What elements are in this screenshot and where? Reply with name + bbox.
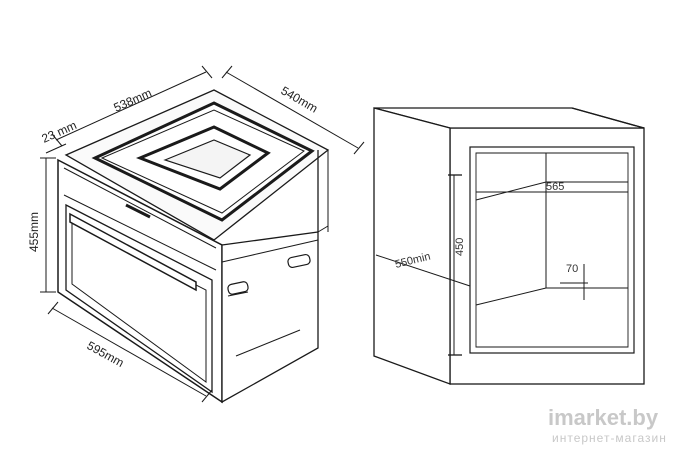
dim-455: 455mm [27, 212, 41, 252]
dim-450: 450 [454, 238, 466, 256]
cabinet-drawing [373, 107, 645, 385]
control-display [125, 203, 151, 219]
watermark-tagline: интернет-магазин [552, 431, 667, 445]
dim-line-550 [375, 254, 471, 287]
cabinet-opening [469, 146, 635, 354]
watermark: imarket.by интернет-магазин [548, 405, 667, 445]
oven-dimension-lines [40, 65, 365, 403]
dim-595: 595mm [85, 338, 127, 370]
side-vent-left [227, 281, 249, 295]
side-vent-right [287, 253, 311, 269]
dim-540: 540mm [279, 83, 321, 115]
cabinet-front [449, 127, 645, 385]
dim-565: 565 [546, 181, 564, 193]
oven-door-handle [69, 212, 197, 292]
oven-drawing [57, 89, 330, 404]
dim-23: 23 mm [40, 118, 79, 146]
oven-side-body [221, 231, 319, 404]
cabinet-side [373, 107, 451, 385]
dim-538: 538mm [112, 86, 154, 115]
oven-door [65, 203, 213, 394]
watermark-brand: imarket.by [548, 405, 659, 430]
dim-70: 70 [566, 263, 578, 275]
